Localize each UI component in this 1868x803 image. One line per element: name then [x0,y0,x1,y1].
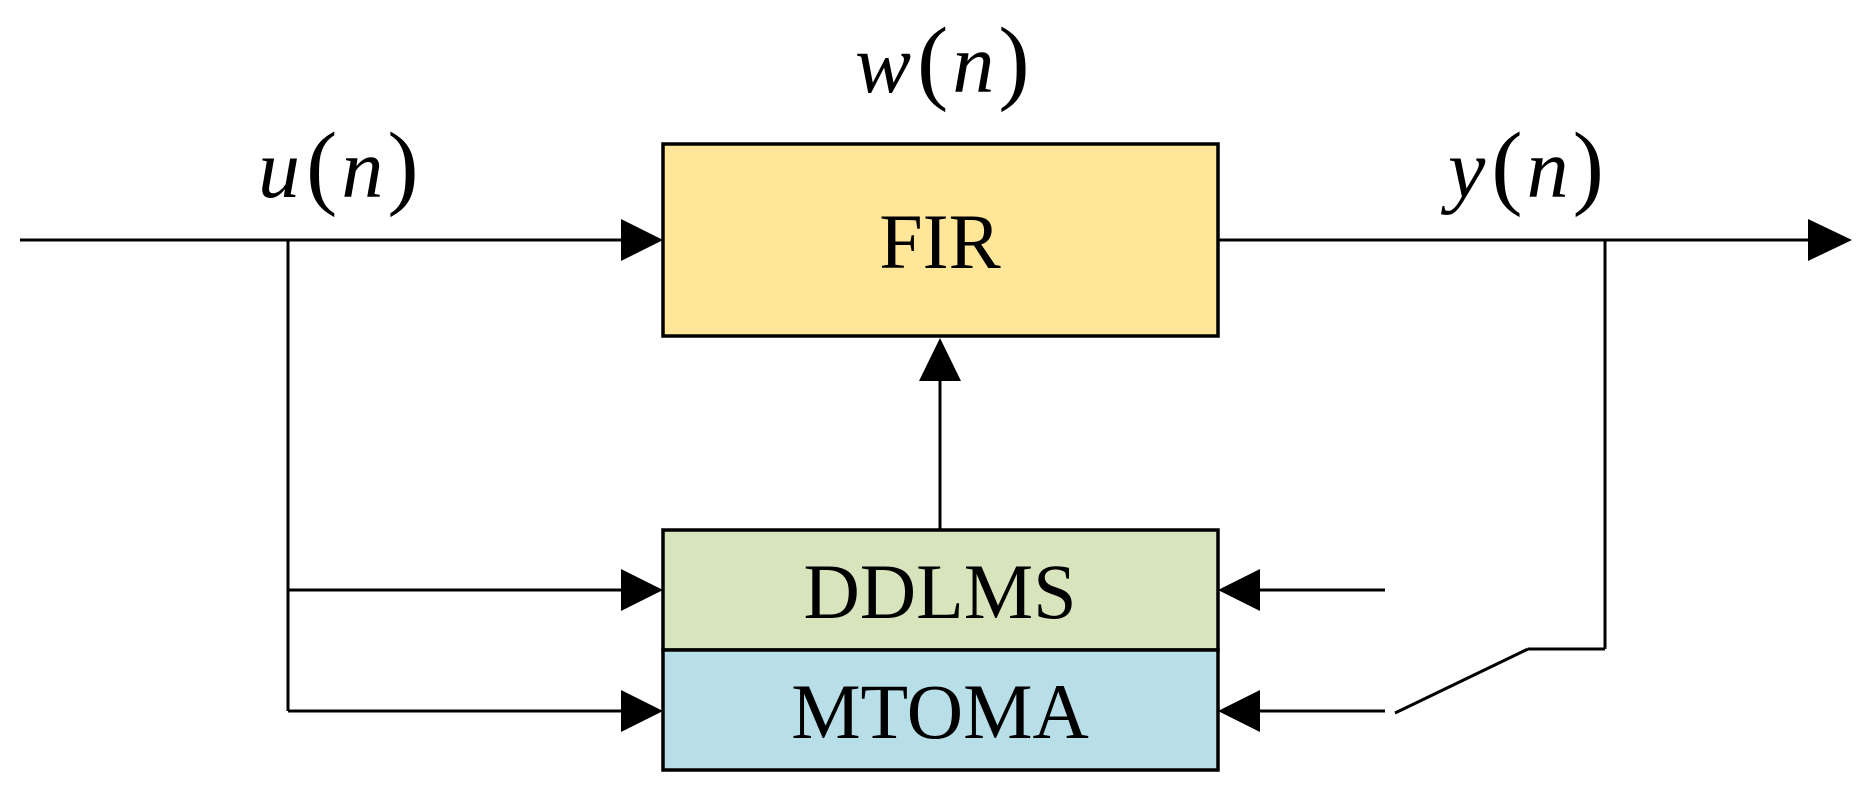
ddlms-block [661,528,1220,652]
weights-open-paren: ( [917,9,948,113]
output-arg: n [1527,123,1569,216]
input-open-paren: ( [306,114,337,218]
fir-input-arrow [621,219,663,261]
output-arrow [1808,219,1852,261]
weights-symbol: w [855,18,911,111]
input-close-paren: ) [387,114,418,218]
weight-update-arrow [919,338,961,381]
input-arg: n [341,123,383,216]
ddlms-block-label: DDLMS [803,548,1076,635]
ddlms-right-input-arrow [1218,569,1260,611]
output-open-paren: ( [1491,114,1522,218]
mtoma-block-label: MTOMA [791,668,1089,755]
output-symbol: y [1440,123,1486,216]
weights-arg: n [952,18,994,111]
output-close-paren: ) [1573,114,1604,218]
input-symbol: u [258,123,300,216]
mtoma-right-input-arrow [1218,690,1260,732]
mtoma-block [661,648,1220,772]
weights-label: w(n) [855,9,1030,113]
output-label: y(n) [1440,114,1604,218]
fir-block [661,142,1220,338]
input-label: u(n) [258,114,419,218]
switch-blade [1394,647,1529,715]
weights-close-paren: ) [998,9,1029,113]
fir-block-label: FIR [879,198,1000,285]
ddlms-input-arrow [621,569,663,611]
mtoma-input-arrow [621,690,663,732]
